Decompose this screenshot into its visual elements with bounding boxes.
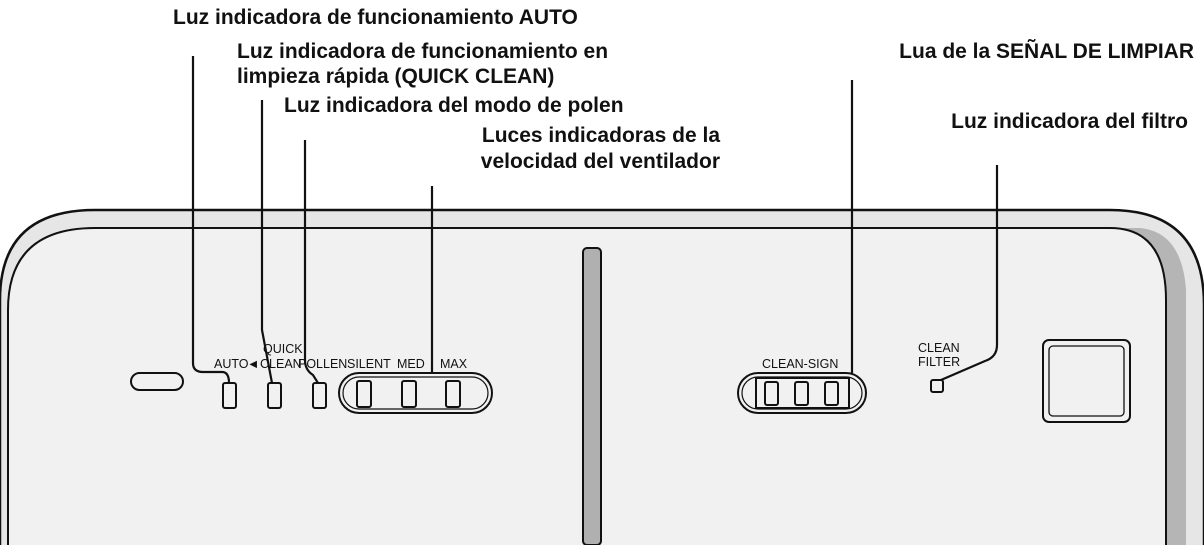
label-auto: AUTO: [214, 357, 249, 371]
callout-clean-sign-light: Lua de la SEÑAL DE LIMPIAR: [899, 40, 1194, 63]
label-silent: SILENT: [347, 357, 391, 371]
leader-auto: [191, 56, 231, 384]
fan-max-light: [445, 380, 461, 408]
auto-indicator-light: [222, 382, 237, 409]
label-med: MED: [397, 357, 425, 371]
pollen-indicator-light: [312, 382, 327, 409]
label-pollen: POLLEN: [298, 357, 347, 371]
leader-pollen: [303, 140, 319, 384]
callout-pollen-light: Luz indicadora del modo de polen: [284, 94, 624, 117]
label-clean-filter-1: CLEAN: [918, 341, 960, 355]
clean-sign-light-2: [794, 381, 809, 406]
leader-filter: [940, 165, 999, 382]
label-clean: CLEAN: [260, 357, 302, 371]
fan-silent-light: [356, 380, 372, 408]
clean-sign-indicator-group: [737, 372, 867, 414]
fan-speed-indicator-group: [338, 372, 493, 414]
leader-quick-clean: [260, 100, 274, 384]
label-quick: QUICK: [263, 342, 303, 356]
quick-clean-indicator-light: [267, 382, 282, 409]
label-clean-filter-2: FILTER: [918, 355, 960, 369]
power-button[interactable]: [1042, 339, 1131, 423]
device-shadow-right: [1120, 228, 1186, 545]
clean-sign-light-1: [764, 381, 779, 406]
callout-fan-speed-2: velocidad del ventilador: [481, 150, 720, 173]
power-indicator: [130, 372, 184, 391]
filter-indicator-light: [930, 379, 944, 393]
callout-quick-clean-light-2: limpieza rápida (QUICK CLEAN): [237, 65, 554, 88]
fan-med-light: [401, 380, 417, 408]
label-clean-sign: CLEAN-SIGN: [762, 357, 838, 371]
leader-lines: [191, 56, 999, 384]
callout-auto-light: Luz indicadora de funcionamiento AUTO: [173, 6, 578, 29]
callout-quick-clean-light-1: Luz indicadora de funcionamiento en: [237, 40, 608, 63]
label-arrow: ◄: [247, 357, 259, 371]
callout-filter-light: Luz indicadora del filtro: [951, 110, 1188, 133]
center-divider: [582, 247, 602, 545]
callout-fan-speed-1: Luces indicadoras de la: [482, 124, 720, 147]
label-max: MAX: [440, 357, 468, 371]
clean-sign-light-3: [824, 381, 839, 406]
